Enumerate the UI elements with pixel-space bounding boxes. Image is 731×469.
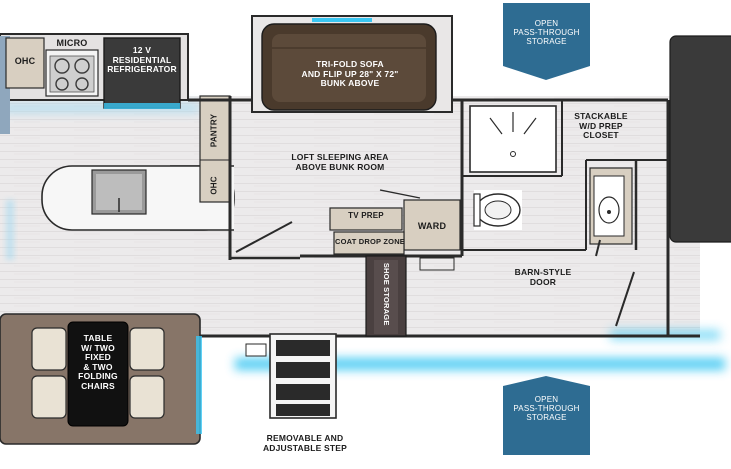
pantry-cabinet: [199, 95, 231, 203]
stove-burners: [49, 55, 95, 93]
label-coat-drop: COAT DROP ZONE: [334, 237, 406, 246]
wardrobe: [403, 199, 461, 251]
label-stackable: STACKABLE W/D PREP CLOSET: [574, 111, 628, 141]
storage-callout-bottom: [503, 376, 590, 455]
label-pantry: PANTRY: [209, 113, 219, 148]
refrigerator: [103, 37, 181, 109]
entry-step: [269, 333, 337, 419]
label-tv-prep: TV PREP: [348, 211, 384, 220]
label-loft: LOFT SLEEPING AREA ABOVE BUNK ROOM: [291, 152, 389, 172]
label-refrigerator: 12 V RESIDENTIAL REFRIGERATOR: [107, 45, 177, 75]
tv-prep: [329, 207, 403, 231]
label-ohc-side: OHC: [209, 176, 219, 195]
bedroom-slide: [669, 35, 731, 243]
ohc-top-box: [5, 37, 45, 89]
label-removable-step: REMOVABLE AND ADJUSTABLE STEP: [262, 433, 348, 453]
label-shoe-storage: SHOE STORAGE: [382, 262, 392, 326]
label-ohc-top: OHC: [14, 56, 36, 66]
label-micro: MICRO: [56, 38, 88, 48]
coat-drop-zone: [333, 231, 405, 255]
label-sofa: TRI-FOLD SOFA AND FLIP UP 28" X 72" BUNK…: [301, 59, 399, 89]
toilet: [473, 190, 522, 230]
label-open-storage-top: OPEN PASS-THROUGH STORAGE: [513, 19, 580, 46]
label-barn-door: BARN-STYLE DOOR: [514, 267, 572, 287]
dining-table: [67, 321, 129, 427]
storage-callout-top: [503, 3, 590, 80]
led-strip-bottom: [235, 358, 725, 370]
dining-chairs: [31, 327, 165, 419]
label-open-storage-bottom: OPEN PASS-THROUGH STORAGE: [513, 395, 580, 422]
label-table: TABLE W/ TWO FIXED & TWO FOLDING CHAIRS: [78, 333, 118, 391]
label-ward: WARD: [417, 221, 447, 231]
